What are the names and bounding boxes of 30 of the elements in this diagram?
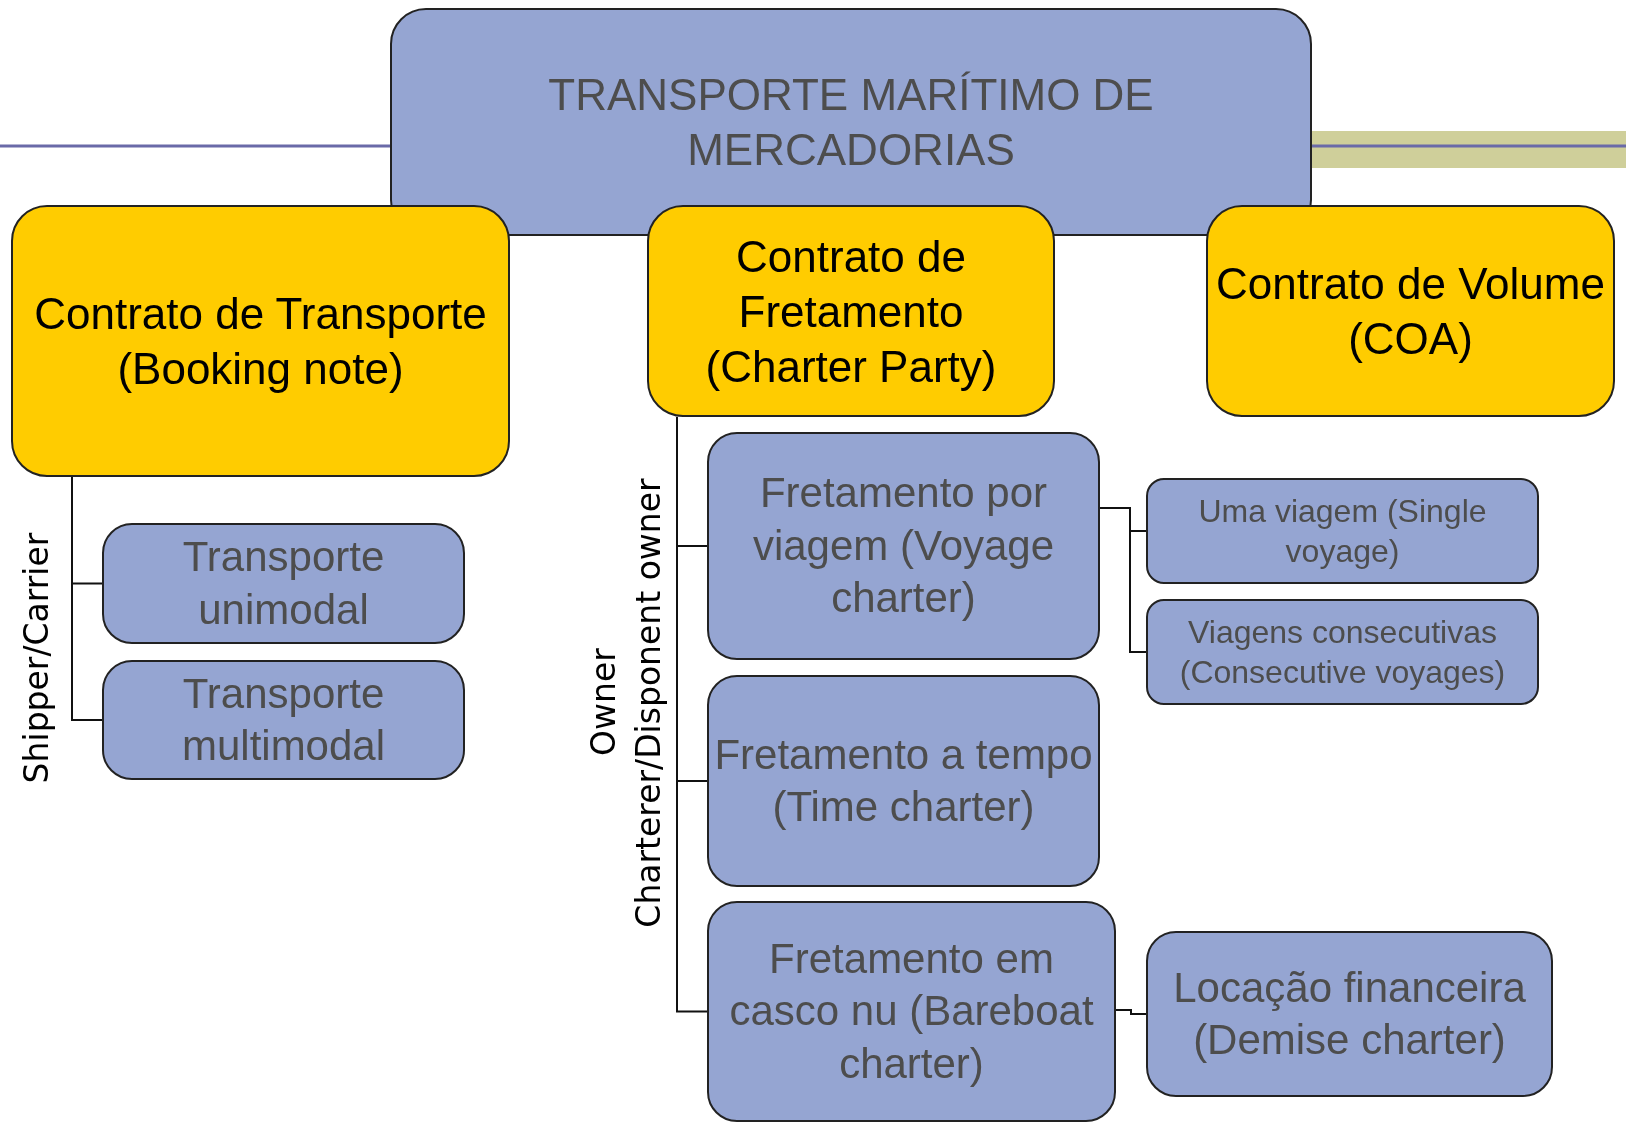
transport-type-box — [102, 523, 465, 644]
node-text: Locação financeira (Demise charter) — [1172, 962, 1527, 1065]
node-text: Contrato de Transporte (Booking note) — [33, 288, 488, 395]
charter-type-box — [707, 432, 1100, 660]
transport-type-box — [102, 660, 465, 780]
role-label: Shipper/Carrier — [19, 532, 53, 784]
role-label: Owner — [586, 648, 620, 756]
contract-box — [1206, 205, 1615, 417]
node-text: Contrato de Volume (COA) — [1215, 258, 1606, 365]
role-label: Charterer/Disponent owner — [631, 478, 665, 928]
node-text: Uma viagem (Single voyage) — [1197, 492, 1488, 571]
voyage-type-box — [1146, 599, 1539, 705]
node-text: Viagens consecutivas (Consecutive voyages) — [1178, 613, 1507, 692]
contract-box — [11, 205, 510, 477]
connector-line — [1099, 507, 1147, 653]
voyage-type-box — [1146, 478, 1539, 584]
node-text: Fretamento em casco nu (Bareboat charter) — [728, 933, 1095, 1089]
node-text: Fretamento a tempo (Time charter) — [713, 729, 1094, 832]
node-text: Transporte multimodal — [180, 668, 387, 771]
lease-box — [1146, 931, 1553, 1097]
charter-type-box — [707, 675, 1100, 887]
node-text: Contrato de Fretamento (Charter Party) — [704, 230, 998, 393]
node-text: Fretamento por viagem (Voyage charter) — [751, 468, 1056, 624]
contract-box — [647, 205, 1055, 417]
node-text: TRANSPORTE MARÍTIMO DE MERCADORIAS — [547, 69, 1155, 176]
title-box — [390, 8, 1312, 236]
node-text: Transporte unimodal — [181, 532, 386, 635]
connector-line — [1115, 1009, 1147, 1015]
charter-type-box — [707, 901, 1116, 1122]
connector-line — [71, 476, 103, 721]
